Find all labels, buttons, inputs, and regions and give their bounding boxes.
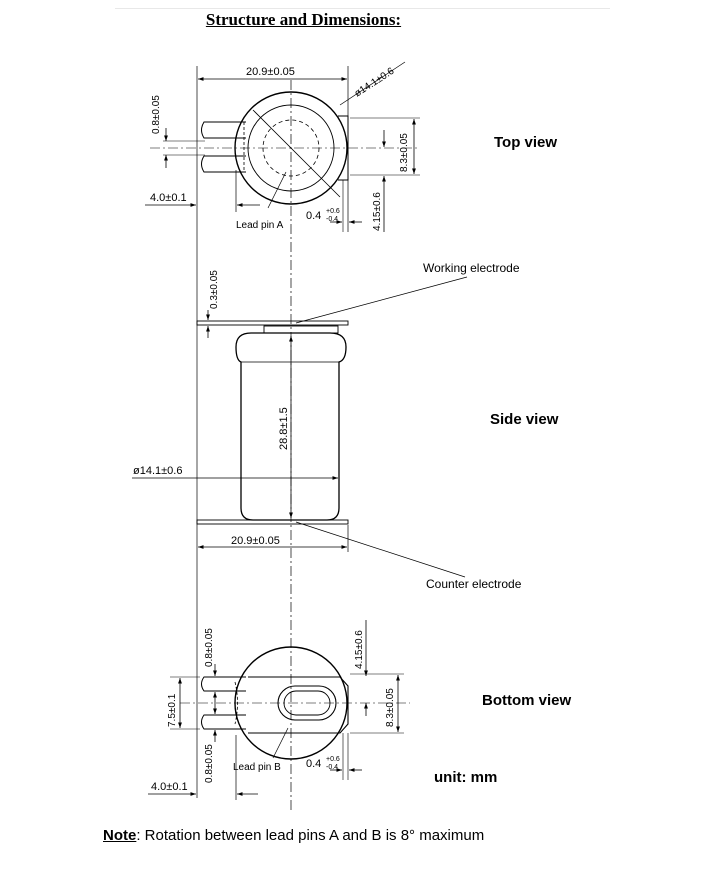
bottom-tol-plus: +0.6 [326,756,340,763]
top-pin-length-label: 4.15±0.6 [372,192,383,231]
counter-electrode-leader [295,521,466,578]
unit-label: unit: mm [434,769,498,786]
side-view-label: Side view [490,411,559,428]
bottom-lead-pin-lower [201,714,246,730]
side-bottom-tab [196,519,349,525]
top-tol-plus: +0.6 [326,208,340,215]
bottom-height-label: 8.3±0.05 [385,688,396,727]
working-electrode-leader [295,276,468,324]
side-view-drawing [132,276,468,578]
bottom-lead-pin-upper [201,676,246,692]
bottom-view-drawing [148,620,410,800]
working-electrode-label: Working electrode [423,261,520,275]
top-separator-line [115,8,610,9]
bottom-tol-minus: -0.4 [326,764,338,771]
top-offset-label: 4.0±0.1 [150,192,187,204]
bottom-view-label: Bottom view [482,692,572,709]
side-width-label: 20.9±0.05 [231,535,280,547]
side-height-label: 28.8±1.5 [278,407,290,450]
bottom-offset-label: 4.0±0.1 [151,781,188,793]
page-title: Structure and Dimensions: [205,10,402,29]
note-label: Note [103,827,137,844]
top-tol-base: 0.4 [306,210,321,222]
top-tol-minus: -0.4 [326,216,338,223]
top-view-label: Top view [494,134,558,151]
counter-electrode-label: Counter electrode [426,577,522,591]
top-pin-thickness-label: 0.8±0.05 [151,95,162,134]
bottom-pin-upper-label: 0.8±0.05 [204,628,215,667]
bottom-pin-length-label: 4.15±0.6 [354,630,365,669]
top-diameter-line [252,109,341,198]
top-diameter-leader [339,61,406,106]
bottom-pin-spacing-label: 7.5±0.1 [167,693,178,727]
rotation-note: Note: Rotation between lead pins A and B… [103,827,484,844]
side-diameter-label: ø14.1±0.6 [133,465,182,477]
lead-pin-b-label: Lead pin B [233,762,281,773]
top-diameter-label: ø14.1±0.6 [353,66,397,100]
note-text: : Rotation between lead pins A and B is … [136,827,485,844]
top-width-label: 20.9±0.05 [246,66,295,78]
side-top-cap [263,325,339,334]
top-view-drawing [145,61,420,232]
top-lead-pin-upper [201,121,246,139]
lead-pin-b-leader [272,727,289,759]
lead-pin-a-label: Lead pin A [236,220,284,231]
side-top-tab [196,320,349,326]
lead-pin-a-leader [267,171,287,209]
bottom-pin-lower-label: 0.8±0.05 [204,744,215,783]
bottom-tab-plate [248,676,349,734]
top-lead-pin-lower [201,155,246,173]
bottom-tol-base: 0.4 [306,758,321,770]
side-tab-thickness-label: 0.3±0.05 [209,270,220,309]
top-height-label: 8.3±0.05 [399,133,410,172]
